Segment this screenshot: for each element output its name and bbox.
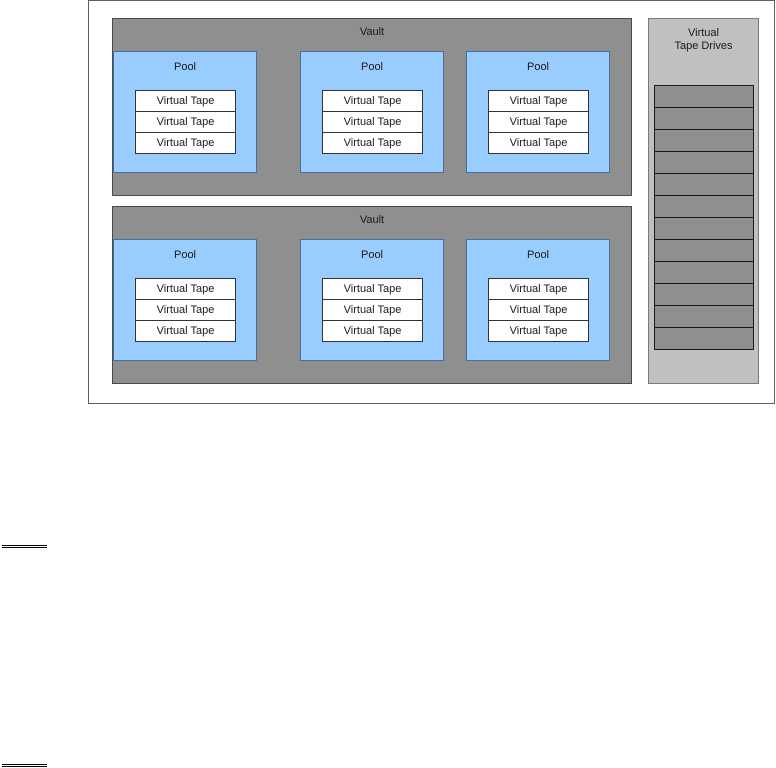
pool-label: Pool xyxy=(360,249,384,261)
virtual-tape: Virtual Tape xyxy=(488,299,589,321)
virtual-tape-drive xyxy=(654,217,754,240)
pool: Pool Virtual Tape Virtual Tape Virtual T… xyxy=(466,239,610,361)
virtual-tape-drive xyxy=(654,283,754,306)
virtual-tape: Virtual Tape xyxy=(135,132,236,154)
drives-label-line1: Virtual xyxy=(688,27,719,39)
virtual-tape: Virtual Tape xyxy=(488,90,589,112)
virtual-tape: Virtual Tape xyxy=(322,111,423,133)
vault: Vault Pool Virtual Tape Virtual Tape Vir… xyxy=(112,18,632,196)
vault-label: Vault xyxy=(359,26,385,38)
drives-label-line2: Tape Drives xyxy=(674,40,733,52)
virtual-tape-drive xyxy=(654,151,754,174)
virtual-tape: Virtual Tape xyxy=(135,320,236,342)
virtual-tape: Virtual Tape xyxy=(488,278,589,300)
vtl-diagram: Vault Pool Virtual Tape Virtual Tape Vir… xyxy=(88,0,775,404)
pool-label: Pool xyxy=(526,61,550,73)
pool: Pool Virtual Tape Virtual Tape Virtual T… xyxy=(300,239,444,361)
vault-label: Vault xyxy=(359,214,385,226)
tape-stack: Virtual Tape Virtual Tape Virtual Tape xyxy=(135,278,236,342)
virtual-tape-drives-panel: Virtual Tape Drives xyxy=(648,18,759,384)
virtual-tape: Virtual Tape xyxy=(322,278,423,300)
virtual-tape: Virtual Tape xyxy=(135,278,236,300)
tape-stack: Virtual Tape Virtual Tape Virtual Tape xyxy=(488,90,589,154)
virtual-tape: Virtual Tape xyxy=(322,132,423,154)
virtual-tape-drive xyxy=(654,129,754,152)
virtual-tape: Virtual Tape xyxy=(488,320,589,342)
pool: Pool Virtual Tape Virtual Tape Virtual T… xyxy=(300,51,444,173)
tape-stack: Virtual Tape Virtual Tape Virtual Tape xyxy=(488,278,589,342)
pool-label: Pool xyxy=(526,249,550,261)
virtual-tape: Virtual Tape xyxy=(135,299,236,321)
virtual-tape-drive xyxy=(654,195,754,218)
drive-stack xyxy=(654,85,754,350)
footnote-divider xyxy=(2,545,47,548)
virtual-tape: Virtual Tape xyxy=(322,299,423,321)
footnote-divider xyxy=(2,764,47,767)
virtual-tape-drive xyxy=(654,327,754,350)
pool: Pool Virtual Tape Virtual Tape Virtual T… xyxy=(466,51,610,173)
virtual-tape-drive xyxy=(654,173,754,196)
tape-stack: Virtual Tape Virtual Tape Virtual Tape xyxy=(322,90,423,154)
tape-stack: Virtual Tape Virtual Tape Virtual Tape xyxy=(135,90,236,154)
virtual-tape: Virtual Tape xyxy=(488,111,589,133)
virtual-tape-drive xyxy=(654,261,754,284)
virtual-tape: Virtual Tape xyxy=(135,111,236,133)
pool-label: Pool xyxy=(173,61,197,73)
pool-label: Pool xyxy=(173,249,197,261)
virtual-tape-drive xyxy=(654,239,754,262)
pool: Pool Virtual Tape Virtual Tape Virtual T… xyxy=(113,51,257,173)
virtual-tape: Virtual Tape xyxy=(322,320,423,342)
pool: Pool Virtual Tape Virtual Tape Virtual T… xyxy=(113,239,257,361)
virtual-tape: Virtual Tape xyxy=(322,90,423,112)
virtual-tape-drive xyxy=(654,305,754,328)
drives-panel-label: Virtual Tape Drives xyxy=(649,27,758,53)
tape-stack: Virtual Tape Virtual Tape Virtual Tape xyxy=(322,278,423,342)
virtual-tape: Virtual Tape xyxy=(488,132,589,154)
virtual-tape-drive xyxy=(654,107,754,130)
virtual-tape-drive xyxy=(654,85,754,108)
pool-label: Pool xyxy=(360,61,384,73)
virtual-tape: Virtual Tape xyxy=(135,90,236,112)
vault: Vault Pool Virtual Tape Virtual Tape Vir… xyxy=(112,206,632,384)
